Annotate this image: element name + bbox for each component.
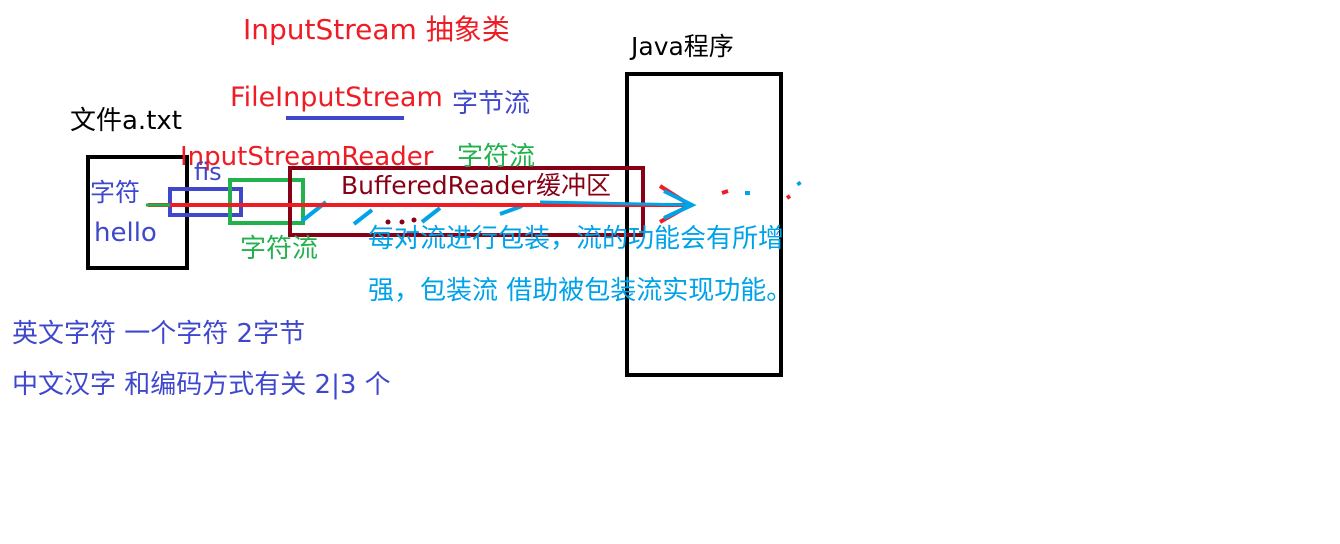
fis-label: fis [194,158,222,186]
wrap-note-line1: 每对流进行包装，流的功能会有所增 [368,224,785,254]
red-dot [785,194,792,200]
byte-stream-label: 字节流 [452,89,531,119]
file-content-char-label: 字符 [90,178,141,207]
bufferedreader-box [288,166,645,237]
note-english-chars: 英文字符 一个字符 2字节 [12,319,306,349]
file-content-hello-label: hello [94,218,157,248]
inputstream-abstract-label: InputStream 抽象类 [243,13,510,46]
cyan-dash [352,208,374,226]
maroon-dot [385,219,391,225]
note-chinese-chars: 中文汉字 和编码方式有关 2|3 个 [12,370,391,400]
maroon-dot [399,219,405,225]
fileinputstream-label: FileInputStream [230,82,443,113]
java-program-label: Java程序 [631,32,734,61]
file-name-label: 文件a.txt [70,106,182,136]
cyan-dash [420,206,442,224]
wrap-note-line2: 强，包装流 借助被包装流实现功能。 [368,276,793,306]
fis-box [168,187,243,217]
cyan-dash [499,204,523,216]
inputstreamreader-label: InputStreamReader [180,142,434,172]
red-dot [721,189,729,195]
cyan-arrow-head [663,189,697,220]
inputstreamreader-box [228,178,305,225]
java-program-box [625,72,783,377]
cyan-dot [796,180,802,187]
char-stream-bottom-label: 字符流 [240,234,319,264]
char-stream-top-label: 字符流 [457,142,536,172]
maroon-dot [411,217,417,223]
bufferedreader-label: BufferedReader缓冲区 [341,171,612,200]
cyan-flow-line [539,200,693,207]
file-box [86,155,189,270]
